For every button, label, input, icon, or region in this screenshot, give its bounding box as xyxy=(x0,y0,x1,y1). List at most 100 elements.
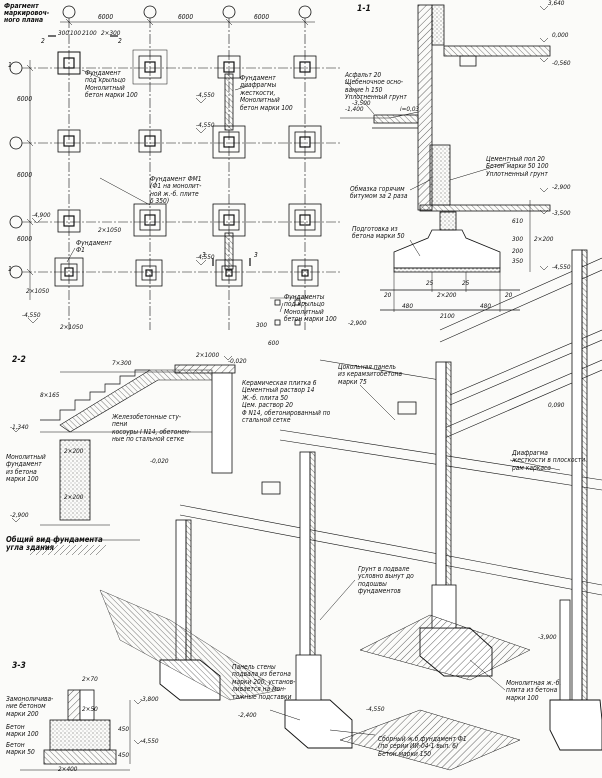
s33-elev-m3800: -3,800 xyxy=(140,695,159,703)
s22-step-dim: 7×300 xyxy=(112,359,132,367)
iso-precast-note: Сборный ж.б фундамент Ф1 (по серии ИИ-04… xyxy=(378,735,467,758)
s11-coating-note: Обмазка горячим битумом за 2 раза xyxy=(350,185,408,201)
s11-dim-b7: 20 xyxy=(505,291,513,299)
iso-elev-m020: -0,020 xyxy=(150,457,169,465)
s11-dim-v5: 2×200 xyxy=(534,235,554,243)
section-2-2 xyxy=(11,355,236,556)
grid-dim-x2: 6000 xyxy=(178,13,194,21)
s22-dim-1000: 2×1000 xyxy=(196,351,220,359)
iso-title: Общий вид фундамента угла здания xyxy=(6,535,103,553)
iso-elev-m4550: -4,550 xyxy=(366,705,385,713)
s11-dim-b3: 25 xyxy=(426,279,434,287)
s22-ceramic-note: Керамическая плитка 6 Цементный раствор … xyxy=(242,379,331,425)
s11-dim-b1: 20 xyxy=(384,291,392,299)
section-1-1 xyxy=(340,4,551,312)
foundation-plan xyxy=(9,5,340,330)
iso-elev-m3900: -3,900 xyxy=(538,633,557,641)
s22-elev-m2900: -2,900 xyxy=(10,511,29,519)
s22-rise-dim: 8×165 xyxy=(40,391,60,399)
dim-2x300: 2×300 xyxy=(101,29,121,37)
dim-2x1050-c: 2×1050 xyxy=(60,323,84,331)
s22-dim-a: 2×200 xyxy=(64,447,84,455)
s33-elev-m4550: -4,550 xyxy=(140,737,159,745)
dim-300b: 300 xyxy=(256,321,267,329)
section-mark-1b: 1 xyxy=(8,265,12,273)
s11-dim-v2: 300 xyxy=(512,235,523,243)
s33-dim-2x400: 2×400 xyxy=(58,765,78,773)
plan-elev-1: -4,550 xyxy=(196,91,215,99)
s33-conc-note: Замоноличива- ние бетоном марки 200 xyxy=(6,695,54,718)
s11-dim-b5: 25 xyxy=(462,279,470,287)
iso-wall-panel-note: Панель стены подвала из бетона марки 200… xyxy=(232,663,296,701)
plan-title: Фрагмент маркировоч- ного плана xyxy=(4,2,50,24)
label-porch-foundations-bottom: Фундаменты под крыльцо Монолитный бетон … xyxy=(284,293,337,324)
dim-600: 600 xyxy=(268,339,279,347)
plan-elev-4: -4,550 xyxy=(196,253,215,261)
s33-dim-2x70: 2×70 xyxy=(82,675,98,683)
s11-dim-b6: 480 xyxy=(480,302,491,310)
section-mark-3a: 3 xyxy=(202,251,206,259)
s22-elev-m1340: -1,340 xyxy=(10,423,29,431)
section22-title: 2-2 xyxy=(12,355,26,365)
grid-dim-y3: 6000 xyxy=(17,235,33,243)
s11-elev-0: 0,000 xyxy=(552,31,569,39)
s11-asphalt-note: Асфальт 20 Щебеночное осно- вание h 150 … xyxy=(345,71,407,102)
section33-title: 3-3 xyxy=(12,661,26,671)
s11-dim-v3: 200 xyxy=(512,247,523,255)
grid-dim-x3: 6000 xyxy=(254,13,270,21)
s22-elev-m020: -0,020 xyxy=(228,357,247,365)
s11-floor-note: Цементный пол 20 Бетон марки 50 100 Упло… xyxy=(486,155,549,178)
plan-elev-2: -4,550 xyxy=(196,121,215,129)
s22-dim-b: 2×200 xyxy=(64,493,84,501)
dim-300: 300 xyxy=(58,29,69,37)
s33-b100-note: Бетон марки 100 xyxy=(6,723,39,739)
s11-dim-b2: 480 xyxy=(402,302,413,310)
label-porch-foundation: Фундамент под крыльцо Монолитный бетон м… xyxy=(85,69,138,100)
s22-monolith-note: Монолитный фундамент из бетона марки 100 xyxy=(6,453,46,484)
iso-panel-note: Цокольная панель из керамзитобетона марк… xyxy=(338,363,403,386)
s33-dim-450a: 450 xyxy=(118,725,129,733)
grid-dim-y1: 6000 xyxy=(17,95,33,103)
isometric-view xyxy=(99,249,602,771)
plan-elev-3: -4,900 xyxy=(32,211,51,219)
s33-b50-note: Бетон марки 50 xyxy=(6,741,35,757)
plan-elev-5: -4,550 xyxy=(22,311,41,319)
dim-100: 100 xyxy=(70,29,81,37)
iso-slab-note: Монолитная ж.-б. плита из бетона марки 1… xyxy=(506,679,562,702)
dim-2100: 2100 xyxy=(82,29,97,37)
dim-2x1050-b: 2×1050 xyxy=(26,287,50,295)
section-mark-1a: 1 xyxy=(8,61,12,69)
s33-dim-450b: 450 xyxy=(118,751,129,759)
plan-elev-6: -3,500 xyxy=(352,99,371,107)
s11-elev-m560: -0,560 xyxy=(552,59,571,67)
iso-ground-note: Грунт в подвале условно вынут до подошвы… xyxy=(358,565,414,596)
plan-elev-7: -2,900 xyxy=(348,319,367,327)
s11-dim-total: 2100 xyxy=(440,312,455,320)
s11-dim-v4: 350 xyxy=(512,257,523,265)
iso-elev-090: 0,090 xyxy=(548,401,565,409)
s33-dim-2x50: 2×50 xyxy=(82,705,98,713)
s11-dim-v1: 610 xyxy=(512,217,523,225)
label-foundation-fm1: Фундамент ФМ1 (Ф1 на монолит- ной ж.-б. … xyxy=(150,175,202,206)
grid-dim-y2: 6000 xyxy=(17,171,33,179)
label-diaphragm-foundation: Фундамент диафрагмы жесткости, Монолитны… xyxy=(240,74,293,112)
iso-elev-m2400: -2,400 xyxy=(238,711,257,719)
s11-prep-note: Подготовка из бетона марки 50 xyxy=(352,225,405,241)
section-mark-2b: 2 xyxy=(118,37,122,45)
grid-dim-x1: 6000 xyxy=(98,13,114,21)
s11-elev-top: 3,640 xyxy=(548,0,565,7)
s11-elev-m1400: -1,400 xyxy=(345,105,364,113)
section11-title: 1-1 xyxy=(357,4,371,14)
s11-elev-m3500: -3,500 xyxy=(552,209,571,217)
s11-elev-m2900: -2,900 xyxy=(552,183,571,191)
s11-elev-m4550: -4,550 xyxy=(552,263,571,271)
dim-2x1050-a: 2×1050 xyxy=(98,226,122,234)
s22-steps-note: Железобетонные сту- пени косоуры I N14, … xyxy=(112,413,191,444)
section-mark-2a: 2 xyxy=(41,37,45,45)
iso-diaphragm-note: Диафрагма жесткости в плоскости рам карк… xyxy=(512,449,586,472)
s11-slope: i=0,03 xyxy=(400,105,420,113)
section-3-3 xyxy=(20,689,143,771)
label-foundation-f1: Фундамент Ф1 xyxy=(76,239,112,255)
